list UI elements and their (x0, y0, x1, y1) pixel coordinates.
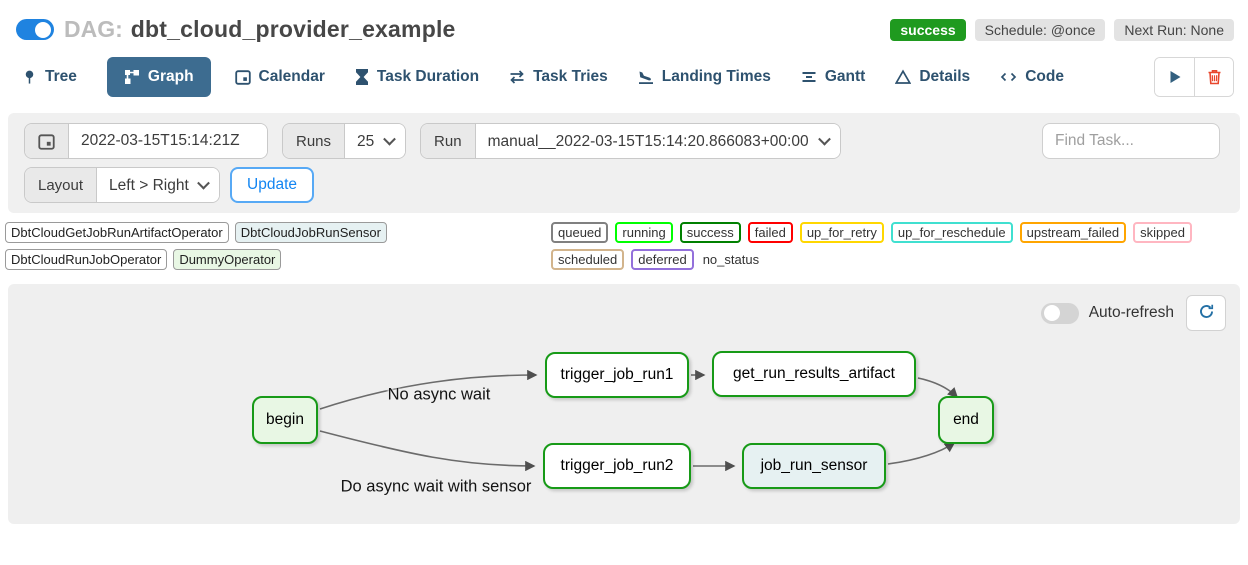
calendar-picker-icon[interactable] (25, 124, 69, 158)
dag-label: DAG: (64, 16, 123, 42)
run-select[interactable]: manual__2022-03-15T15:14:20.866083+00:00 (475, 124, 840, 158)
task-node-get_run_results_artifact[interactable]: get_run_results_artifact (712, 351, 916, 397)
status-badge: success (890, 18, 966, 41)
code-icon (1000, 69, 1017, 85)
trigger-dag-button[interactable] (1155, 58, 1194, 96)
legend-statuses: queued running success failed up_for_retry up… (551, 222, 1244, 270)
calendar-icon (234, 69, 251, 85)
operator-badge: DbtCloudGetJobRunArtifactOperator (5, 222, 229, 243)
auto-refresh-toggle[interactable] (1040, 302, 1079, 324)
status-legend-badge: no_status (700, 249, 762, 270)
layout-group: Layout Left > Right (24, 167, 221, 203)
status-legend-badge: up_for_retry (799, 222, 884, 243)
tab-label: Calendar (258, 68, 325, 85)
task-node-trigger_job_run2[interactable]: trigger_job_run2 (543, 443, 691, 489)
dag-edges (319, 369, 959, 472)
details-icon (895, 69, 912, 85)
tab-graph[interactable]: Graph (106, 57, 211, 97)
base-date-input[interactable] (69, 124, 267, 158)
filter-panel: Runs 25 Run manual__2022-03-15T15:14:20.… (8, 113, 1240, 213)
update-button[interactable]: Update (230, 167, 315, 203)
tab-label: Code (1025, 68, 1064, 85)
tab-label: Task Duration (376, 68, 480, 85)
view-tabs: Tree Graph Calendar Task Duration Task T… (0, 45, 1248, 105)
tree-icon (22, 69, 37, 85)
dag-pause-toggle[interactable] (16, 19, 54, 40)
dag-header: DAG: dbt_cloud_provider_example success … (0, 0, 1248, 45)
toggle-knob (1043, 305, 1060, 321)
tab-label: Graph (147, 68, 194, 85)
tab-label: Details (919, 68, 971, 85)
delete-dag-button[interactable] (1194, 58, 1233, 96)
tab-code[interactable]: Code (1000, 68, 1064, 86)
operator-badge: DbtCloudRunJobOperator (5, 249, 168, 270)
dag-graph-panel: begin trigger_job_run1 get_run_results_art… (8, 284, 1240, 524)
status-legend-badge: up_for_reschedule (890, 222, 1013, 243)
run-group: Run manual__2022-03-15T15:14:20.866083+0… (420, 123, 841, 159)
runs-group: Runs 25 (282, 123, 407, 159)
tab-gantt[interactable]: Gantt (801, 68, 865, 86)
tab-label: Tree (45, 68, 77, 85)
status-legend-badge: success (679, 222, 741, 243)
status-legend-badge: queued (551, 222, 609, 243)
auto-refresh-label: Auto-refresh (1088, 304, 1174, 321)
edge-label: No async wait (387, 385, 491, 404)
run-label: Run (421, 124, 476, 158)
edge-label: Do async wait with sensor (340, 477, 532, 496)
base-date-group (24, 123, 268, 159)
refresh-icon (1198, 303, 1215, 323)
status-legend-badge: deferred (631, 249, 694, 270)
operator-badge: DbtCloudJobRunSensor (234, 222, 387, 243)
tab-label: Landing Times (661, 68, 771, 85)
plane-landing-icon (638, 69, 654, 85)
layout-label: Layout (25, 168, 98, 202)
hourglass-icon (355, 69, 369, 85)
status-legend-badge: scheduled (551, 249, 625, 270)
find-task-input[interactable] (1042, 123, 1220, 159)
dag-actions (1154, 57, 1234, 97)
tab-details[interactable]: Details (895, 68, 970, 86)
tab-label: Gantt (824, 68, 866, 85)
repeat-icon (509, 69, 525, 85)
tab-tree[interactable]: Tree (22, 68, 77, 86)
graph-icon (124, 69, 140, 85)
refresh-button[interactable] (1186, 295, 1226, 331)
schedule-badge: Schedule: @once (974, 18, 1106, 41)
gantt-icon (801, 69, 817, 85)
toggle-knob (35, 21, 51, 38)
page-title: dbt_cloud_provider_example (130, 16, 456, 42)
status-legend-badge: skipped (1133, 222, 1192, 243)
next-run-badge: Next Run: None (1114, 18, 1234, 41)
operator-badge: DummyOperator (173, 249, 282, 270)
tab-label: Task Tries (533, 68, 608, 85)
layout-select[interactable]: Left > Right (97, 168, 220, 202)
task-node-trigger_job_run1[interactable]: trigger_job_run1 (545, 352, 689, 398)
task-node-begin[interactable]: begin (252, 396, 318, 444)
auto-refresh-control: Auto-refresh (1040, 295, 1226, 331)
task-node-job_run_sensor[interactable]: job_run_sensor (742, 443, 886, 489)
status-legend-badge: running (615, 222, 673, 243)
tab-task-tries[interactable]: Task Tries (509, 68, 608, 86)
tab-calendar[interactable]: Calendar (234, 68, 325, 86)
status-legend-badge: upstream_failed (1019, 222, 1127, 243)
tab-task-duration[interactable]: Task Duration (355, 68, 479, 86)
num-runs-select[interactable]: 25 (345, 124, 406, 158)
runs-label: Runs (283, 124, 346, 158)
task-node-end[interactable]: end (938, 396, 994, 444)
status-legend-badge: failed (747, 222, 793, 243)
tab-landing-times[interactable]: Landing Times (638, 68, 771, 86)
